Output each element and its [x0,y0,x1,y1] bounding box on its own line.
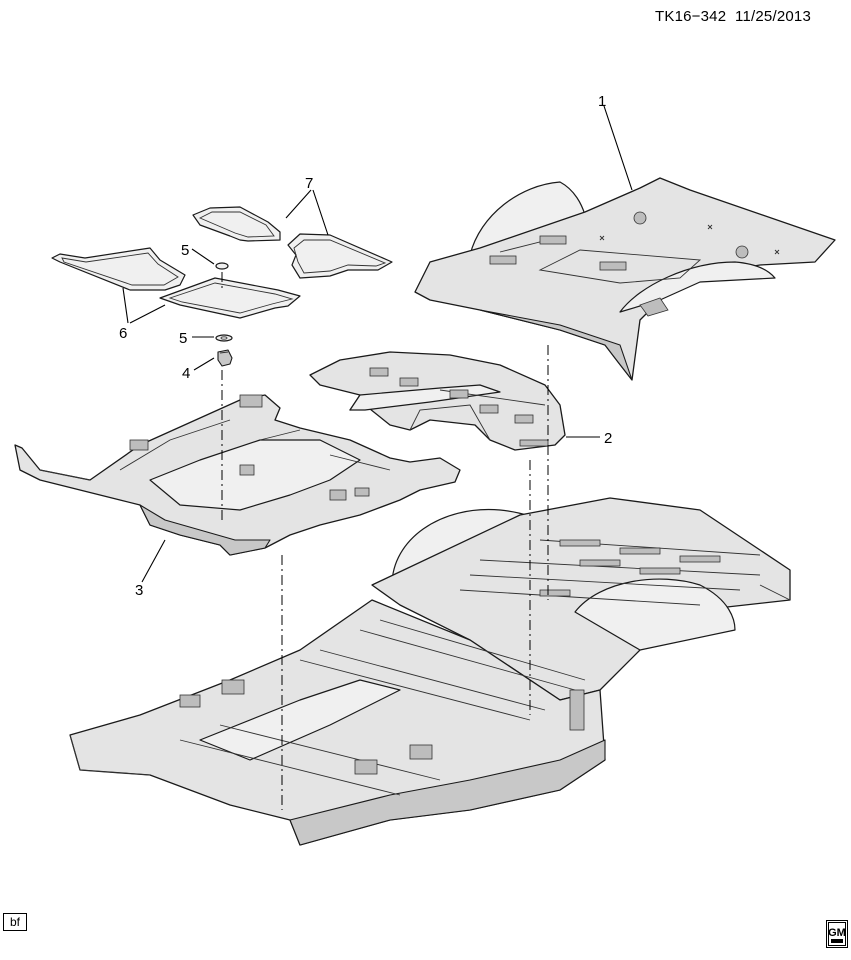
part-7-rear-floor-mats [192,206,393,279]
alignment-lines [221,272,549,810]
part-1-rear-carpet [414,177,836,381]
callout-4: 4 [182,365,190,382]
callout-5-upper: 5 [181,242,189,259]
gm-logo: GM [826,920,848,948]
callout-7: 7 [305,175,313,192]
reference-id: TK16−342 [655,8,727,25]
part-2-center-carpet [309,351,566,451]
part-5-washer-lower [215,334,233,342]
callout-2: 2 [604,430,612,447]
part-6-front-floor-mats [51,247,301,319]
callout-6: 6 [119,325,127,342]
gm-logo-text: GM [828,927,846,939]
diagram-reference: TK16−342 11/25/2013 [655,8,811,25]
callout-labels: 1 2 3 4 5 5 6 7 [119,93,612,599]
callout-3: 3 [135,582,143,599]
floor-pan-body [69,497,791,846]
reference-date: 11/25/2013 [735,8,811,25]
part-4-retainer [217,349,233,367]
part-3-front-carpet [14,394,461,556]
part-5-washer-upper [215,262,229,270]
callout-5-lower: 5 [179,330,187,347]
leader-lines [122,105,633,583]
footer-tag: bf [3,913,27,931]
callout-1: 1 [598,93,606,110]
